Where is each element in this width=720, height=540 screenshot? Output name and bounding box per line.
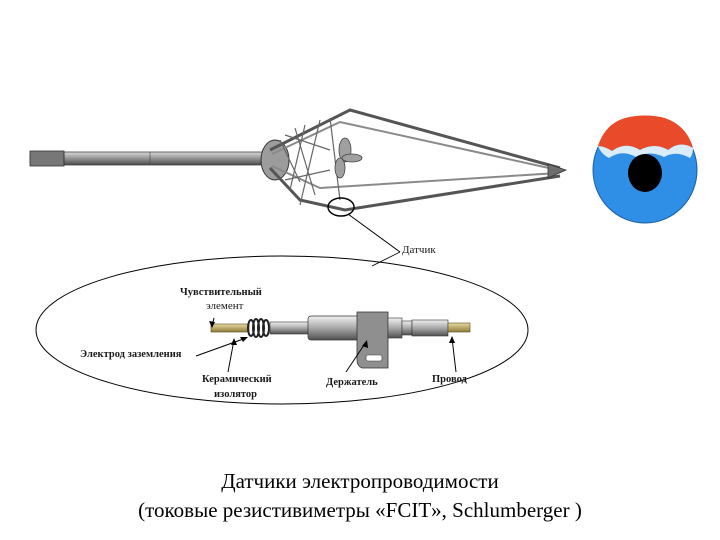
holder-clamp xyxy=(356,311,389,369)
sensor-leader-line xyxy=(371,251,401,267)
sensor-main-barrel xyxy=(307,315,361,341)
tool-body-tip xyxy=(29,150,65,167)
caption-title: Датчики электропроводимости xyxy=(221,469,499,493)
ceramic-insulator-label-line2: изолятор xyxy=(214,389,257,400)
cage-struts xyxy=(279,117,341,206)
sensor-label: Датчик xyxy=(402,244,436,256)
cage-arm-upper xyxy=(271,120,559,171)
cage-arm-upper xyxy=(269,108,561,170)
sensor-rear-collar xyxy=(401,320,413,336)
cage-arm-lower xyxy=(268,166,561,212)
fcit-tool xyxy=(29,108,568,217)
cage-arm-lower xyxy=(271,165,559,190)
disk-transition-band xyxy=(598,144,693,158)
sensor-leader-line xyxy=(347,213,401,253)
cross-section-disk xyxy=(592,115,698,224)
sensor-rear-tube xyxy=(411,319,449,337)
ground-electrode-label: Электрод заземления xyxy=(80,349,182,360)
ground-electrode-coil xyxy=(247,318,270,338)
tool-body-tube xyxy=(29,151,266,166)
ceramic-insulator-label-line1: Керамический xyxy=(202,374,272,385)
sensor-highlight-circle xyxy=(327,197,355,217)
wire-rod xyxy=(447,322,471,333)
sensitive-element-label-line1: Чувствительный xyxy=(180,287,262,298)
detail-ellipse xyxy=(35,255,529,405)
holder-label: Держатель xyxy=(326,377,378,388)
sensor-thin-tube xyxy=(269,321,311,335)
disk-center-dot xyxy=(628,154,662,192)
sensor-rear-collar xyxy=(387,317,403,339)
callout-pointers xyxy=(195,317,457,373)
sensitive-element-label-line2: элемент xyxy=(206,300,244,312)
sensitive-element-rod xyxy=(210,323,250,333)
impeller-icon xyxy=(334,137,363,179)
callout-arrowheads xyxy=(209,321,455,348)
wire-label: Провод xyxy=(432,374,467,385)
tool-nose xyxy=(547,163,568,179)
disk-red-zone xyxy=(598,115,693,151)
sensor-assembly xyxy=(210,311,471,369)
caption-subtitle: (токовые резистивиметры «FCIT», Schlumbe… xyxy=(138,498,582,522)
holder-slot xyxy=(365,354,383,362)
